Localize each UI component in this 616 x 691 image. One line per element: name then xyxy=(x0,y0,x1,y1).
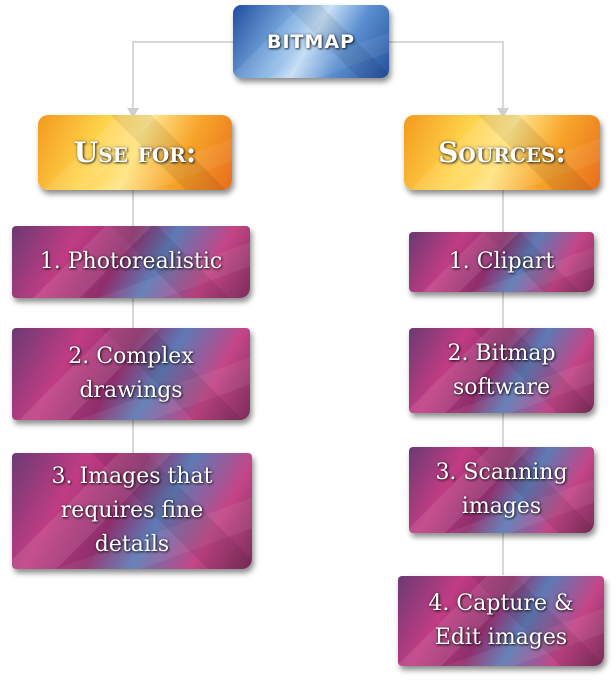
connector-root-right xyxy=(388,41,504,110)
arrowhead-right xyxy=(497,108,509,118)
root-node: BITMAP xyxy=(233,5,389,78)
connector-root-left xyxy=(132,41,233,110)
sources-item-4: 4. Capture &Edit images xyxy=(398,576,604,666)
sources-item-1: 1. Clipart xyxy=(409,232,594,292)
use-for-item-1-text: 1. Photorealistic xyxy=(39,249,223,274)
sources-item-4-text: 4. Capture &Edit images xyxy=(428,591,574,650)
arrowhead-left xyxy=(127,108,139,118)
sources-header-label: Sources: xyxy=(438,136,566,169)
sources-header: Sources: xyxy=(404,115,600,190)
use-for-header: Use for: xyxy=(38,115,232,190)
use-for-item-1: 1. Photorealistic xyxy=(12,226,250,298)
use-for-header-label: Use for: xyxy=(73,136,197,169)
root-label: BITMAP xyxy=(266,30,356,53)
sources-item-1-text: 1. Clipart xyxy=(448,249,555,274)
